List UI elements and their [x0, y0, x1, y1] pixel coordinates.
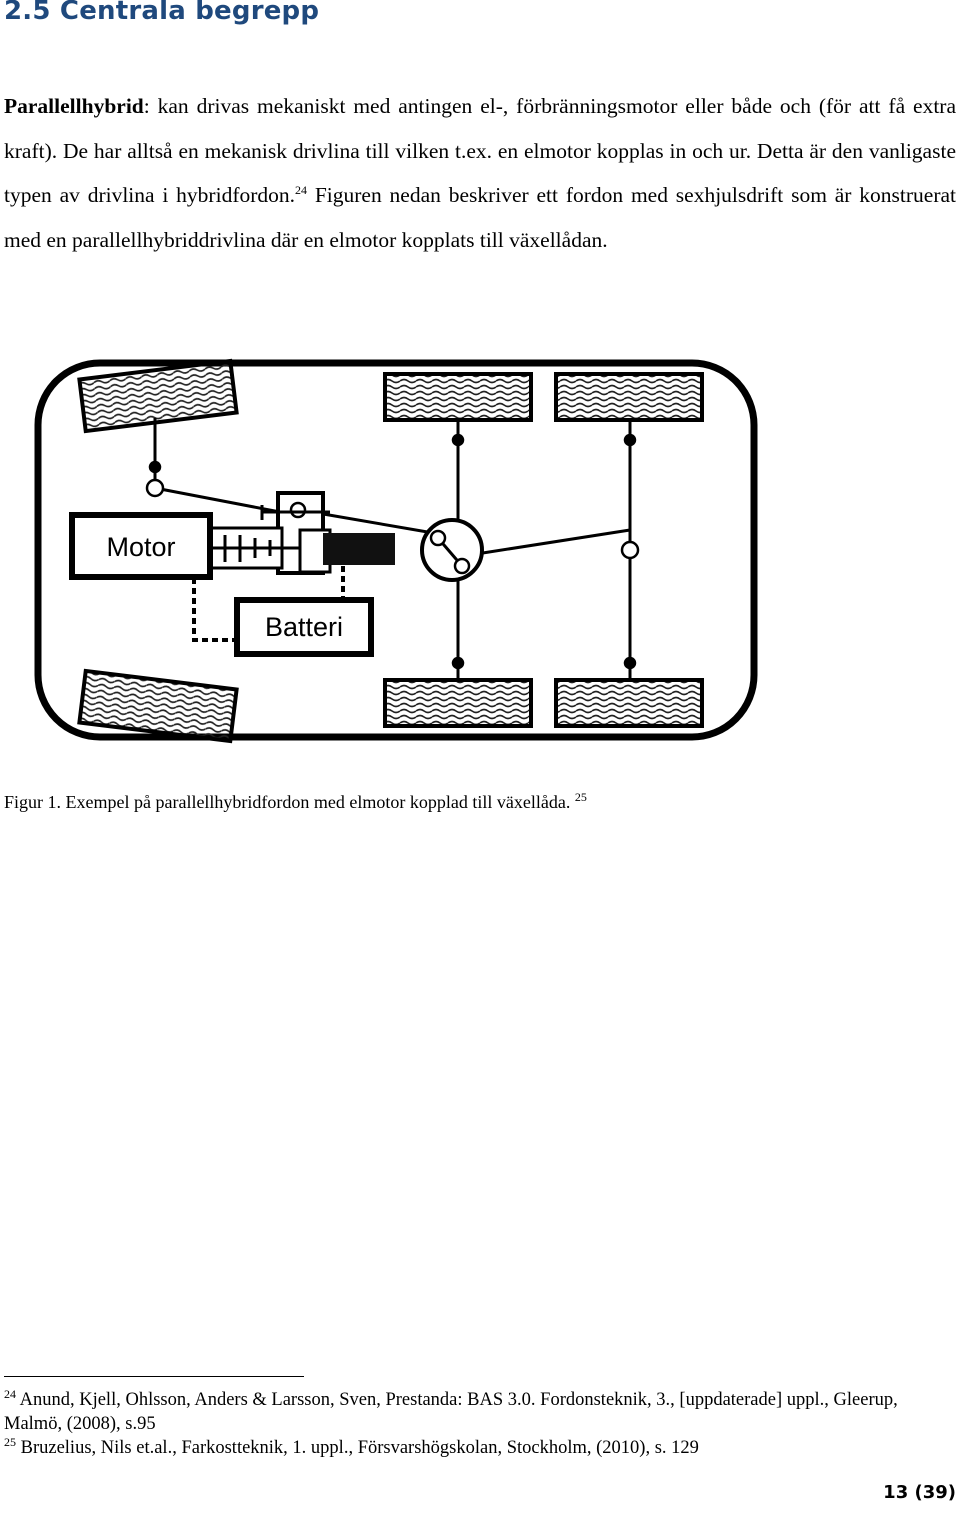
- term-parallellhybrid: Parallellhybrid: [4, 94, 144, 118]
- footnote-number: 25: [4, 1434, 16, 1449]
- body-paragraph: Parallellhybrid: kan drivas mekaniskt me…: [4, 84, 956, 262]
- wheel-rear-left: [554, 372, 704, 422]
- footnote-25: 25 Bruzelius, Nils et.al., Farkostteknik…: [4, 1436, 956, 1460]
- caption-text: Figur 1. Exempel på parallellhybridfordo…: [4, 792, 571, 812]
- wheel-middle-left: [383, 372, 533, 422]
- footnote-ref-25[interactable]: 25: [574, 790, 587, 804]
- wheel-middle-right: [383, 678, 533, 728]
- figure-caption: Figur 1. Exempel på parallellhybridfordo…: [4, 790, 587, 813]
- wheel-rear-right: [554, 678, 704, 728]
- battery-box: [234, 597, 374, 657]
- engine-label: Motor: [106, 532, 175, 562]
- axle-joints: [145, 433, 640, 670]
- wheel-front-right: [77, 668, 239, 744]
- paragraph-text-1: : kan drivas mekaniskt med antingen el-,…: [4, 94, 956, 207]
- footnote-separator: [4, 1376, 304, 1377]
- footnote-24: 24 Anund, Kjell, Ohlsson, Anders & Larss…: [4, 1388, 956, 1436]
- footnote-text: Bruzelius, Nils et.al., Farkostteknik, 1…: [16, 1438, 699, 1458]
- section-heading: 2.5 Centrala begrepp: [4, 0, 320, 26]
- footnote-text: Anund, Kjell, Ohlsson, Anders & Larsson,…: [4, 1390, 898, 1434]
- differential-symbol: [420, 518, 484, 582]
- engine-box: [69, 512, 213, 580]
- gearbox-symbol: [208, 491, 332, 575]
- wheel-front-left: [77, 358, 239, 434]
- vehicle-body-outline: [34, 359, 758, 741]
- footnote-number: 24: [4, 1386, 16, 1401]
- battery-label: Batteri: [265, 612, 343, 642]
- electric-motor-symbol: [323, 533, 395, 565]
- footnotes: 24 Anund, Kjell, Ohlsson, Anders & Larss…: [4, 1388, 956, 1460]
- electrical-connections: [192, 566, 345, 642]
- paragraph-text-2: Figuren nedan beskriver ett fordon med s…: [4, 183, 956, 252]
- footnote-ref-24[interactable]: 24: [295, 182, 308, 197]
- hybrid-drivetrain-figure: Motor Batteri: [34, 358, 758, 744]
- page-number: 13 (39): [883, 1482, 956, 1503]
